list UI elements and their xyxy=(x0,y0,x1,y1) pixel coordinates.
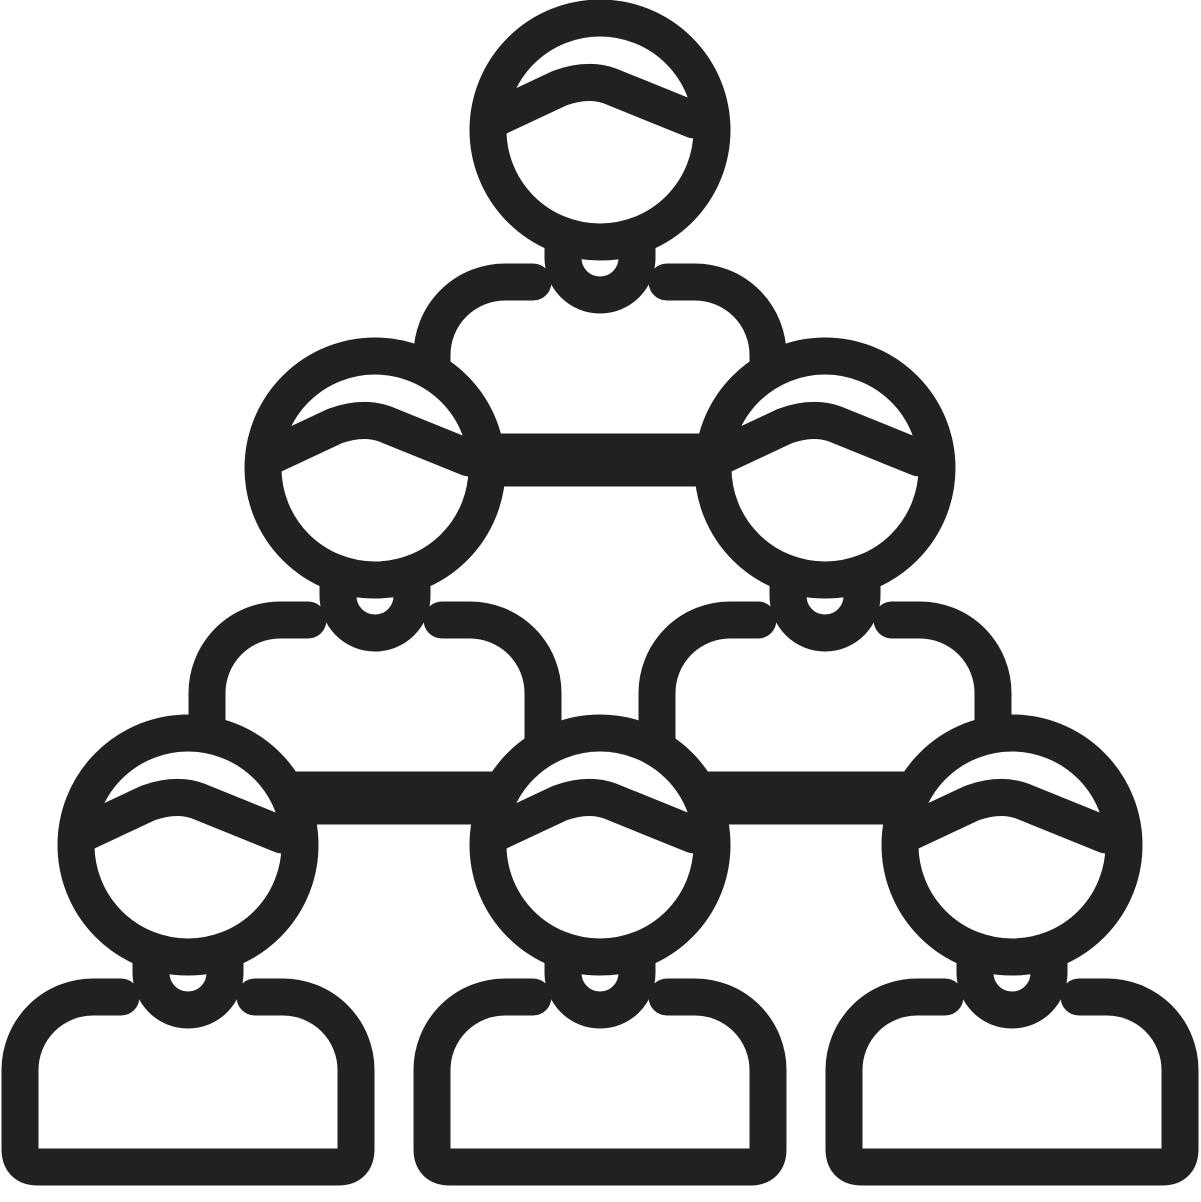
head-fill xyxy=(263,356,487,580)
hair xyxy=(477,64,713,139)
neck xyxy=(956,928,1068,1029)
hair xyxy=(252,402,488,477)
connector-lines xyxy=(271,449,929,825)
heads-layer xyxy=(57,0,1143,976)
neck xyxy=(319,551,431,652)
person-icon xyxy=(825,928,1199,1186)
neck xyxy=(132,928,244,1029)
hair xyxy=(477,779,713,854)
torso xyxy=(1,978,375,1186)
hair xyxy=(65,779,301,854)
neck xyxy=(544,213,656,314)
torso xyxy=(825,978,1199,1186)
head-fill xyxy=(713,356,937,580)
hair xyxy=(889,779,1125,854)
head-fill xyxy=(900,733,1124,957)
torso xyxy=(413,978,787,1186)
person-icon xyxy=(1,928,375,1186)
neck xyxy=(544,928,656,1029)
head-fill xyxy=(488,18,712,242)
hair xyxy=(702,402,938,477)
neck xyxy=(769,551,881,652)
head-fill xyxy=(76,733,300,957)
head-fill xyxy=(488,733,712,957)
people-group xyxy=(1,213,1199,1186)
person-icon xyxy=(413,928,787,1186)
